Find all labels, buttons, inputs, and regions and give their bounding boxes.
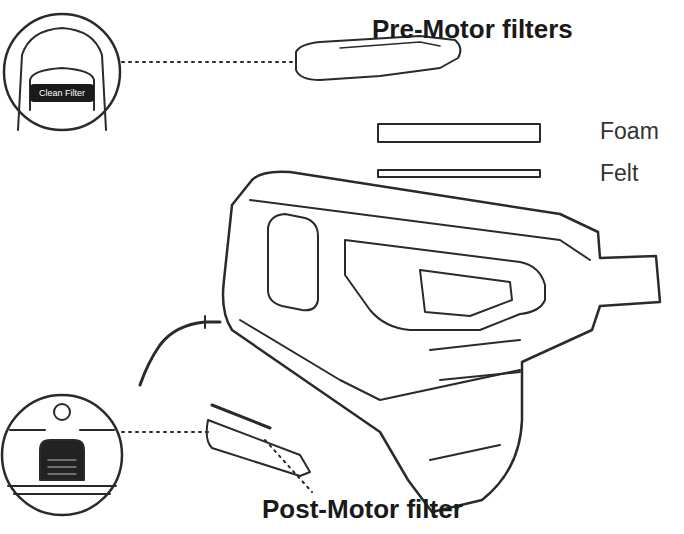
zoom-circle <box>2 395 122 515</box>
cover-detail <box>10 429 114 431</box>
section-heading: Pre-Motor filters <box>372 14 573 45</box>
body-panel <box>420 270 512 316</box>
foam-filter <box>378 124 540 142</box>
body-line <box>250 200 590 260</box>
label-text: Clean Filter <box>39 88 85 98</box>
screw <box>54 404 70 420</box>
felt-filter <box>378 170 540 177</box>
body-panel <box>345 240 545 330</box>
zoom-circle <box>4 14 120 130</box>
status-label: Clean Filter <box>30 84 94 102</box>
power-cord <box>140 322 220 385</box>
handle-opening <box>268 214 318 310</box>
body-line <box>430 340 520 460</box>
leader-line <box>265 440 312 492</box>
section-heading: Post-Motor filter <box>262 494 463 525</box>
leader-line <box>122 61 295 63</box>
vacuum-body <box>223 172 660 512</box>
cover-detail <box>18 28 106 130</box>
post-filter-cover <box>207 420 310 476</box>
cover-detail <box>8 486 116 494</box>
part-name: Felt <box>600 160 638 187</box>
leader-line <box>122 431 208 433</box>
cord-strain-relief <box>204 316 206 328</box>
latch-grip <box>48 460 76 474</box>
body-line <box>240 320 520 400</box>
latch <box>40 440 84 480</box>
part-name: Foam <box>600 118 659 145</box>
cover-detail <box>30 68 94 110</box>
